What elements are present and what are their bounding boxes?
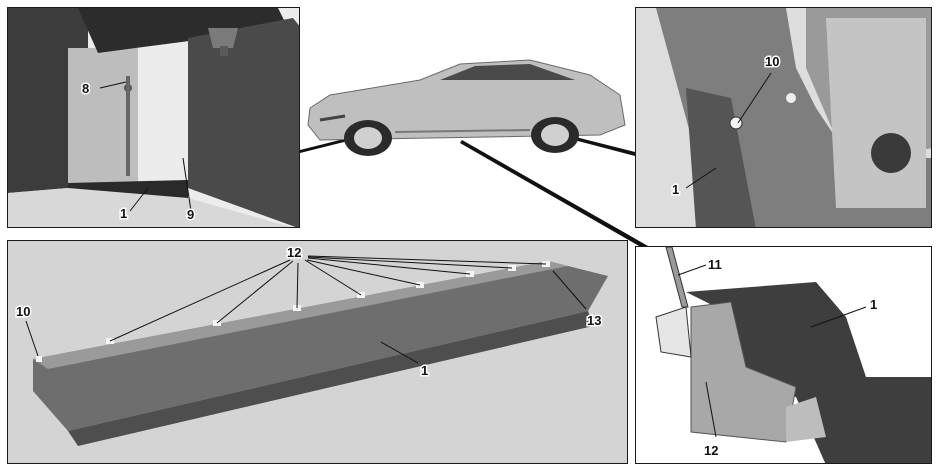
car-illustration (307, 59, 626, 156)
callout-11: 11 (708, 257, 722, 272)
detail-panel-rocker-overview: 12 10 13 1 (7, 240, 628, 464)
callout-1: 1 (870, 297, 877, 312)
callout-9: 9 (187, 207, 194, 222)
callout-8: 8 (82, 81, 89, 96)
callout-10: 10 (16, 304, 30, 319)
callout-1: 1 (421, 363, 428, 378)
trim-clip-illustration: 8 1 9 (8, 8, 299, 227)
callout-1: 1 (672, 182, 679, 197)
rocker-trim-illustration: 12 10 13 1 (8, 241, 627, 463)
detail-panel-trim-clip: 8 1 9 (7, 7, 300, 228)
callout-10: 10 (765, 54, 779, 69)
cross-section-illustration: 11 1 12 (636, 247, 931, 463)
detail-panel-cross-section: 11 1 12 (635, 246, 932, 464)
callout-13: 13 (587, 313, 601, 328)
callout-1: 1 (120, 206, 127, 221)
callout-12: 12 (704, 443, 718, 458)
rocker-end-illustration: 10 1 (636, 8, 931, 227)
callout-12: 12 (287, 245, 301, 260)
detail-panel-rocker-end: 10 1 (635, 7, 932, 228)
